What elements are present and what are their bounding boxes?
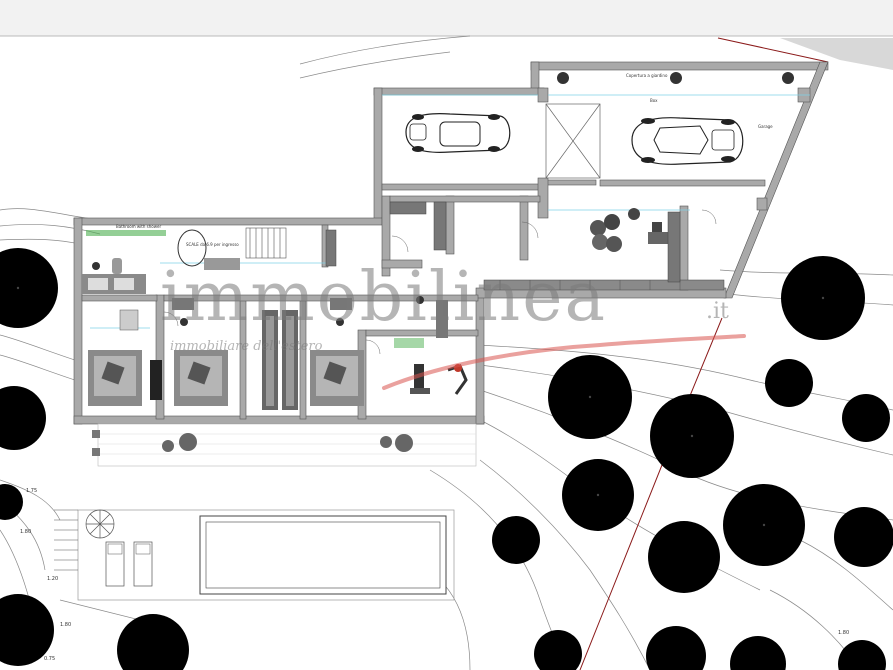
- bedroom-3-bed: [310, 350, 364, 406]
- bedroom-2-bed: [174, 350, 228, 406]
- tree: [0, 248, 58, 328]
- label-garage-top: Copertura a giardino: [626, 73, 668, 78]
- red-brush-stroke: [382, 334, 746, 390]
- level-annotations: 1.75 1.80 1.20 1.80 0.75 1.80: [20, 488, 849, 662]
- sinks: [172, 296, 448, 348]
- umbrella-icon: [85, 509, 115, 539]
- top-frame-band: [0, 0, 893, 36]
- bedroom-1-bed: [88, 350, 162, 406]
- tree: [834, 507, 893, 567]
- tree: [0, 594, 54, 666]
- garage-lights: [557, 72, 794, 84]
- light-fixture: [670, 72, 682, 84]
- swimming-pool: [199, 515, 447, 595]
- label-stair-note: SCALE da 6.9 per ingresso: [186, 242, 239, 247]
- label-garage: Garage: [758, 124, 773, 129]
- tree: [492, 516, 540, 564]
- tree: [0, 484, 23, 520]
- light-fixture: [557, 72, 569, 84]
- slope-hatch: [780, 38, 893, 70]
- label-bathroom: Bathroom with shower: [116, 224, 161, 229]
- plan-labels: Copertura a giardino Box Garage Bathroom…: [116, 73, 773, 247]
- level-label: 0.75: [44, 656, 55, 662]
- level-label: 1.20: [47, 576, 58, 582]
- pool-area: [54, 509, 455, 601]
- door-swings: [163, 209, 717, 355]
- tree-centers: [16, 286, 825, 527]
- watermark-brand: immobilinea: [160, 258, 607, 337]
- car-right: [631, 117, 744, 165]
- level-label: 1.80: [60, 622, 71, 628]
- tree: [534, 630, 582, 670]
- level-label: 1.80: [838, 630, 849, 636]
- tree: [646, 626, 706, 670]
- skylight: [545, 103, 601, 179]
- tree: [730, 636, 786, 670]
- car-left: [405, 113, 511, 153]
- tree: [842, 394, 890, 442]
- tree: [765, 359, 813, 407]
- tree: [0, 386, 46, 450]
- terrace: [92, 423, 477, 467]
- level-label: 1.75: [26, 488, 37, 494]
- wardrobes: [262, 310, 298, 410]
- garage-walls: [373, 61, 829, 299]
- stairs: [245, 227, 287, 259]
- watermark-tagline: immobiliare dell'estero: [170, 339, 323, 354]
- tree: [648, 521, 720, 593]
- label-box: Box: [650, 98, 658, 103]
- level-label: 1.80: [20, 529, 31, 535]
- tree: [117, 614, 189, 670]
- light-fixture: [782, 72, 794, 84]
- guide-lines: [90, 94, 810, 329]
- tree: [838, 640, 886, 670]
- bathroom-fixtures: [82, 229, 240, 331]
- counter-segments: [499, 280, 681, 290]
- watermark-suffix: .it: [706, 299, 729, 324]
- kitchen-units: [325, 201, 725, 291]
- watermark: immobilinea .it immobiliare dell'estero: [160, 258, 729, 354]
- property-line: [579, 37, 829, 670]
